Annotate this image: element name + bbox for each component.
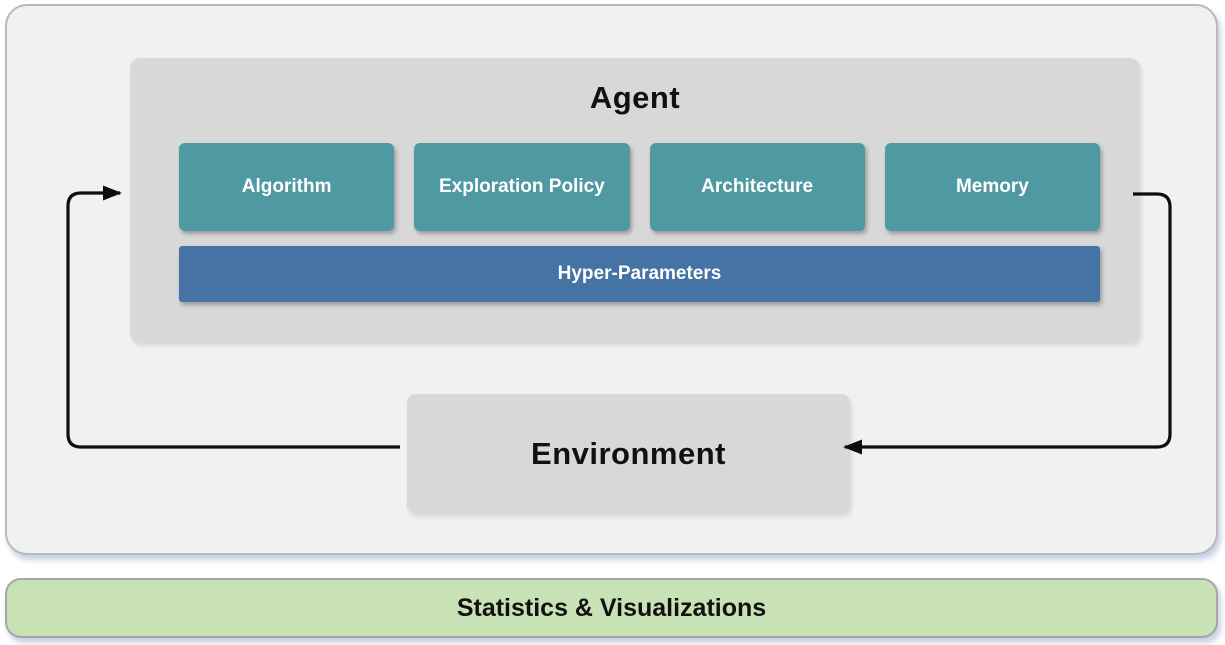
component-architecture: Architecture xyxy=(649,143,865,231)
component-memory-label: Memory xyxy=(955,176,1029,197)
component-memory: Memory xyxy=(884,143,1100,231)
component-exploration-policy-label: Exploration Policy xyxy=(438,176,605,197)
hyper-parameters-bar: Hyper-Parameters xyxy=(179,246,1100,302)
environment-box: Environment xyxy=(407,394,850,514)
component-algorithm-label: Algorithm xyxy=(241,176,332,197)
agent-components-row: Algorithm Exploration Policy Architectur… xyxy=(179,143,1100,231)
component-architecture-label: Architecture xyxy=(701,176,814,197)
agent-title: Agent xyxy=(589,80,681,115)
environment-label: Environment xyxy=(531,436,726,471)
statistics-bar: Statistics & Visualizations xyxy=(5,578,1218,638)
component-algorithm: Algorithm xyxy=(179,143,395,231)
statistics-bar-label: Statistics & Visualizations xyxy=(456,593,767,622)
agent-box: Agent Algorithm Exploration Policy Archi… xyxy=(130,58,1140,343)
rl-loop-panel: Agent Algorithm Exploration Policy Archi… xyxy=(5,4,1218,555)
component-exploration-policy: Exploration Policy xyxy=(414,143,630,231)
